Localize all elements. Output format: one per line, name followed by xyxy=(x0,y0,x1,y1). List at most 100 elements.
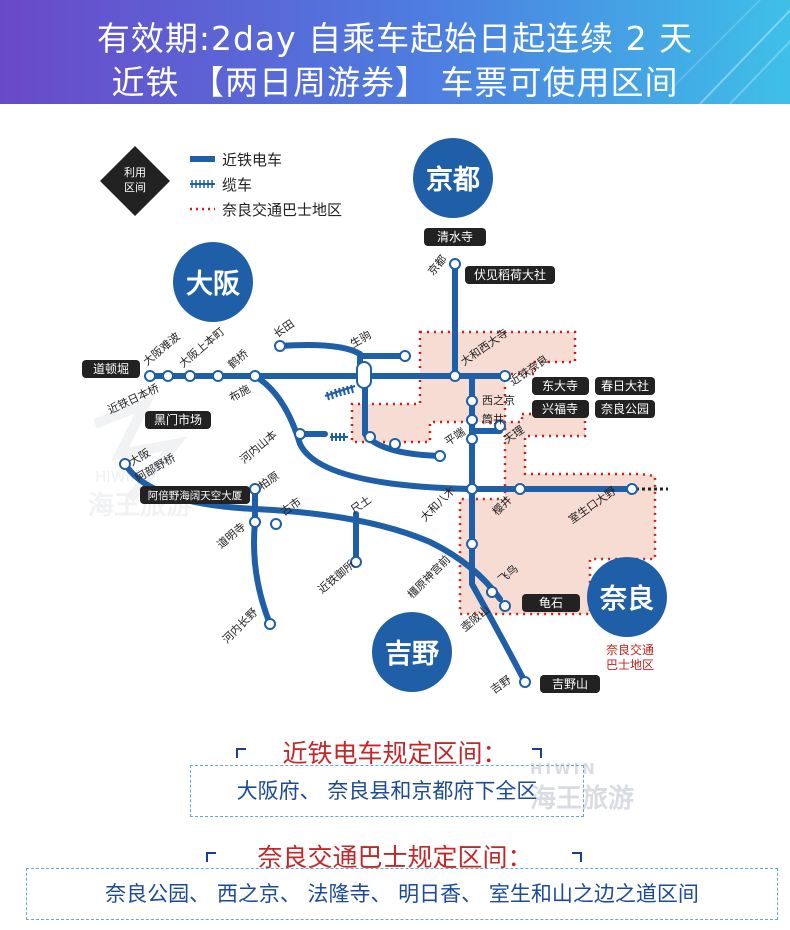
svg-text:道明寺: 道明寺 xyxy=(214,519,248,551)
svg-text:筒井: 筒井 xyxy=(482,412,504,426)
svg-text:区间: 区间 xyxy=(124,181,146,194)
station-kawachi-nagano xyxy=(264,618,276,630)
station-fuse xyxy=(249,370,261,382)
city-nara: 奈良 xyxy=(587,557,667,637)
station-sakurai xyxy=(514,483,526,495)
svg-text:京都: 京都 xyxy=(426,164,480,196)
city-kyoto: 京都 xyxy=(413,138,493,218)
kashihara-line xyxy=(469,373,528,685)
svg-text:橿原神宫前: 橿原神宫前 xyxy=(404,552,453,601)
nara-bus-label-2: 巴士地区 xyxy=(606,658,654,672)
station-abenobashi xyxy=(119,458,131,470)
minami-osaka-line xyxy=(122,461,503,602)
section2-box: 奈良公园、 西之京、 法隆寺、 明日香、 室生和山之边之道区间 xyxy=(26,868,778,920)
watermark-lower: HIWIN 海王旅游 xyxy=(530,760,635,814)
station-osaka-namba xyxy=(144,370,156,382)
station-ikoma-end xyxy=(399,350,411,362)
station-yamato-saidaiji xyxy=(449,370,461,382)
tag-kuromon: 黑门市场 xyxy=(154,412,202,427)
section2-bracket-right xyxy=(572,852,582,862)
svg-text:利用: 利用 xyxy=(124,166,146,179)
station-kintetsu-nara xyxy=(499,370,511,382)
station-kashiharajingu xyxy=(466,538,478,550)
station-ikoma-branch-end xyxy=(434,450,446,462)
station-tsuruhashi xyxy=(212,370,224,382)
legend-rail-label: 近铁电车 xyxy=(222,151,282,169)
station-furuichi xyxy=(270,518,282,530)
section1-body: 大阪府、 奈良县和京都府下全区 xyxy=(236,779,538,803)
svg-text:大阪: 大阪 xyxy=(186,269,240,300)
tag-kameishi: 龟石 xyxy=(539,596,563,610)
station-kyoto xyxy=(449,258,461,270)
svg-text:吉野: 吉野 xyxy=(488,673,513,696)
station-muroo xyxy=(626,483,638,495)
station-hirahata xyxy=(466,433,478,445)
stations xyxy=(119,258,638,688)
station-ikoma xyxy=(356,361,372,389)
legend-cable-label: 缆车 xyxy=(222,176,252,194)
svg-text:河内山本: 河内山本 xyxy=(237,427,280,466)
svg-text:生驹: 生驹 xyxy=(348,327,374,350)
attraction-tags: 清水寺 伏见稻荷大社 道顿堀 黑门市场 阿倍野海阔天空大厦 东大寺 春日大社 兴… xyxy=(82,228,655,693)
svg-text:大阪难波: 大阪难波 xyxy=(140,329,183,368)
station-tenri xyxy=(494,420,506,432)
station-domyoji xyxy=(249,516,261,528)
city-osaka: 大阪 xyxy=(173,242,253,322)
station-nishinokyo xyxy=(466,395,478,407)
svg-text:河内长野: 河内长野 xyxy=(219,605,260,646)
section1-bracket-right xyxy=(532,748,542,758)
section1-bracket-left xyxy=(236,748,246,758)
station-tsutsui xyxy=(466,414,478,426)
section1-title: 近铁电车规定区间： xyxy=(282,739,508,768)
svg-text:京都: 京都 xyxy=(425,252,450,278)
station-yamato-yagi xyxy=(466,483,478,495)
tag-kofukuji: 兴福寺 xyxy=(542,401,578,416)
tag-narapark: 奈良公园 xyxy=(601,401,649,416)
station-kawachi-yamamoto xyxy=(294,428,306,440)
station-ikoma-branch-2 xyxy=(389,438,401,450)
validity-text: 有效期:2day 自乘车起始日起连续 2 天 xyxy=(96,19,694,58)
tag-yoshinoyama: 吉野山 xyxy=(552,677,588,691)
cable-car xyxy=(324,384,356,441)
tag-kiyomizu: 清水寺 xyxy=(437,230,473,244)
svg-text:长田: 长田 xyxy=(271,317,296,340)
legend-badge xyxy=(100,146,170,216)
section2-title: 奈良交通巴士规定区间： xyxy=(257,843,533,872)
svg-text:布施: 布施 xyxy=(227,382,253,404)
nagata-line xyxy=(277,342,363,379)
route-map: HIWIN 海王旅游 xyxy=(82,138,668,696)
svg-text:吉野: 吉野 xyxy=(385,639,439,670)
station-uehonmachi xyxy=(184,370,196,382)
header-decoration xyxy=(670,0,790,104)
section1-box: 大阪府、 奈良县和京都府下全区 xyxy=(190,765,584,817)
station-nagata xyxy=(274,340,286,352)
svg-text:平端: 平端 xyxy=(442,425,467,448)
svg-text:近铁御所: 近铁御所 xyxy=(315,557,358,596)
station-kashihara xyxy=(249,483,261,495)
legend: 利用 区间 近铁电车 缆车 奈良交通巴士地区 xyxy=(100,146,342,219)
tag-abeno: 阿倍野海阔天空大厦 xyxy=(148,489,243,502)
station-ikoma-branch-1 xyxy=(364,431,376,443)
svg-text:鹤桥: 鹤桥 xyxy=(225,346,251,371)
legend-bus-label: 奈良交通巴士地区 xyxy=(222,201,342,219)
svg-text:大阪上本町: 大阪上本町 xyxy=(176,324,227,370)
section2-body: 奈良公园、 西之京、 法隆寺、 明日香、 室生和山之边之道区间 xyxy=(105,882,699,906)
section2-bracket-left xyxy=(206,852,216,862)
tag-kasuga: 春日大社 xyxy=(601,378,649,393)
station-asuka xyxy=(486,586,498,598)
svg-text:奈良: 奈良 xyxy=(599,583,654,615)
header-banner: 有效期:2day 自乘车起始日起连续 2 天 近铁 【两日周游券】 车票可使用区… xyxy=(0,0,790,104)
city-yoshino: 吉野 xyxy=(372,612,452,692)
tag-fushimi: 伏见稻荷大社 xyxy=(474,267,546,282)
nara-bus-zone xyxy=(350,330,657,616)
svg-text:西之京: 西之京 xyxy=(482,393,515,407)
station-gose xyxy=(350,556,362,568)
station-tsubosakayama xyxy=(499,600,511,612)
ticket-title: 近铁 【两日周游券】 车票可使用区间 xyxy=(111,63,679,102)
station-yoshino xyxy=(519,676,531,688)
nara-bus-label-1: 奈良交通 xyxy=(606,642,654,657)
tag-dotonbori: 道顿堀 xyxy=(93,361,129,376)
osaka-line xyxy=(252,373,635,492)
svg-text:尺土: 尺土 xyxy=(348,493,373,516)
station-nipponbashi xyxy=(162,370,174,382)
